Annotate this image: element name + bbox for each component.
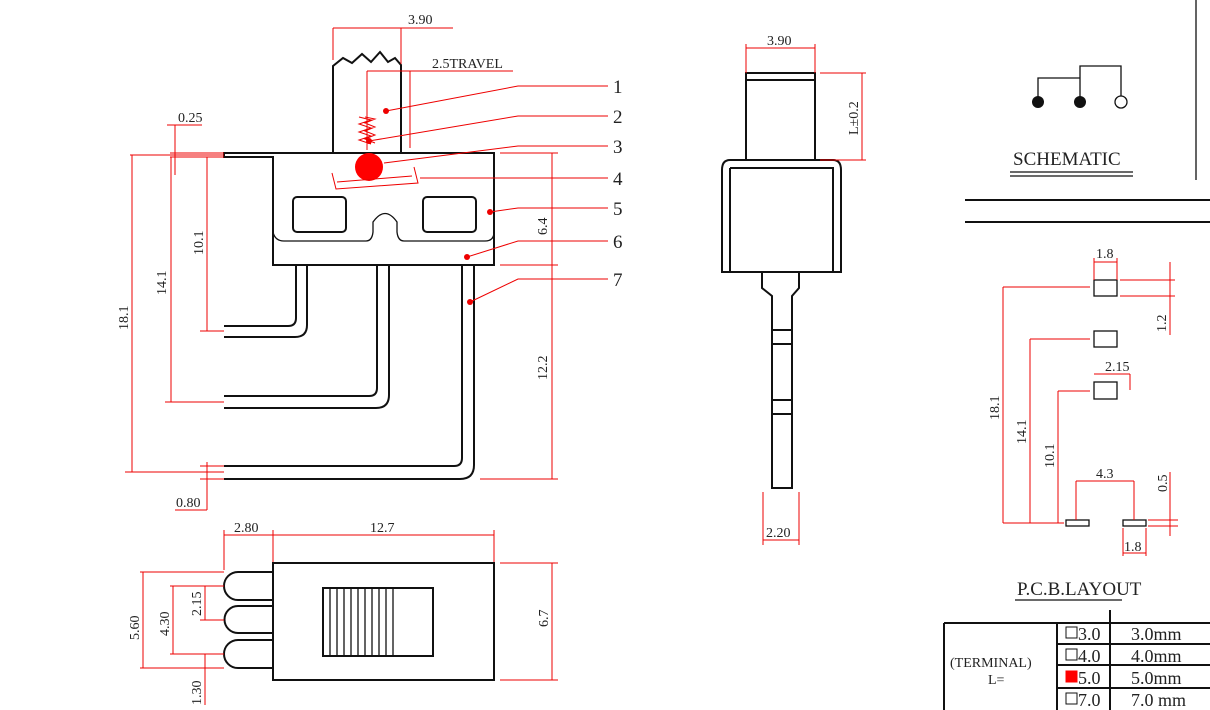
- dim-pin-length: 12.2: [536, 356, 551, 381]
- callout-5: 5: [613, 199, 623, 220]
- front-view: 3.90 L±0.2 2.20: [721, 34, 866, 545]
- pcb-layout: 1.8 1.2 2.15 18.1 14.1 10.1 4.3 0.5 1.8 …: [988, 247, 1178, 601]
- checkbox-7-0: [1065, 692, 1078, 705]
- terminal-label-l: L=: [988, 673, 1005, 688]
- dim-flange: 0.25: [178, 111, 203, 126]
- dim-length: L±0.2: [847, 101, 862, 135]
- checkbox-4-0: [1065, 648, 1078, 661]
- callout-4: 4: [613, 169, 623, 190]
- callout-3: 3: [613, 137, 623, 158]
- bottom-view: 2.80 12.7 5.60 4.30 2.15 6.7 1.30: [128, 521, 558, 705]
- dim-pcb-18: 18.1: [988, 396, 1003, 421]
- terminal-dot-open: [1114, 95, 1128, 109]
- terminal-dot: [1032, 96, 1044, 108]
- dim-tab-width: 1.30: [190, 681, 205, 706]
- terminal-label: (TERMINAL): [950, 656, 1032, 671]
- dim-width: 6.7: [537, 610, 552, 628]
- schematic-title: SCHEMATIC: [1013, 149, 1121, 170]
- dim-height-total: 18.1: [117, 306, 132, 331]
- callout-7: 7: [613, 270, 623, 291]
- callout-6: 6: [613, 232, 623, 253]
- dim-pin-thickness: 0.80: [176, 496, 201, 511]
- terminal-dot: [1074, 96, 1086, 108]
- side-view: 3.90 2.5TRAVEL 0.25 18.1 14.1 10.1 0.80 …: [117, 13, 623, 511]
- dim-pcb-span: 4.3: [1096, 467, 1114, 482]
- pcb-layout-title: P.C.B.LAYOUT: [1017, 579, 1142, 600]
- dim-front-pin-width: 2.20: [766, 526, 791, 541]
- dim-pcb-14: 14.1: [1015, 420, 1030, 445]
- dim-pitch: 2.15: [190, 592, 205, 617]
- contact-ball: [355, 153, 383, 181]
- dim-top-width: 3.90: [408, 13, 433, 28]
- row-value: 7.0 mm: [1131, 690, 1186, 710]
- dim-pcb-pitch: 2.15: [1105, 360, 1130, 375]
- dim-span: 4.30: [158, 612, 173, 637]
- checkbox-5-0-selected: [1065, 670, 1078, 683]
- checkbox-3-0: [1065, 626, 1078, 639]
- row-code: 3.0: [1078, 624, 1101, 644]
- dim-pad-h: 1.2: [1155, 315, 1170, 333]
- row-code: 7.0: [1078, 690, 1101, 710]
- dim-pad-w: 1.8: [1096, 247, 1114, 262]
- dim-body-length: 12.7: [370, 521, 395, 536]
- schematic: SCHEMATIC: [965, 0, 1210, 223]
- row-value: 4.0mm: [1131, 646, 1182, 666]
- dim-small-h: 0.5: [1156, 475, 1171, 493]
- dim-tab: 2.80: [234, 521, 259, 536]
- row-code: 4.0: [1078, 646, 1101, 666]
- callout-2: 2: [613, 107, 623, 128]
- row-value: 3.0mm: [1131, 624, 1182, 644]
- terminal-table: (TERMINAL) L= 3.0 4.0 5.0 7.0 3.0mm 4.0m…: [943, 610, 1210, 710]
- row-value: 5.0mm: [1131, 668, 1182, 688]
- row-code: 5.0: [1078, 668, 1101, 688]
- dim-pin1: 10.1: [192, 231, 207, 256]
- dim-pcb-10: 10.1: [1043, 444, 1058, 469]
- dim-travel: 2.5TRAVEL: [432, 57, 503, 72]
- callout-1: 1: [613, 77, 623, 98]
- dim-front-top-width: 3.90: [767, 34, 792, 49]
- dim-body-height: 6.4: [536, 218, 551, 236]
- dim-pin2: 14.1: [155, 271, 170, 296]
- dim-outer: 5.60: [128, 616, 143, 641]
- dim-small-w: 1.8: [1124, 540, 1142, 555]
